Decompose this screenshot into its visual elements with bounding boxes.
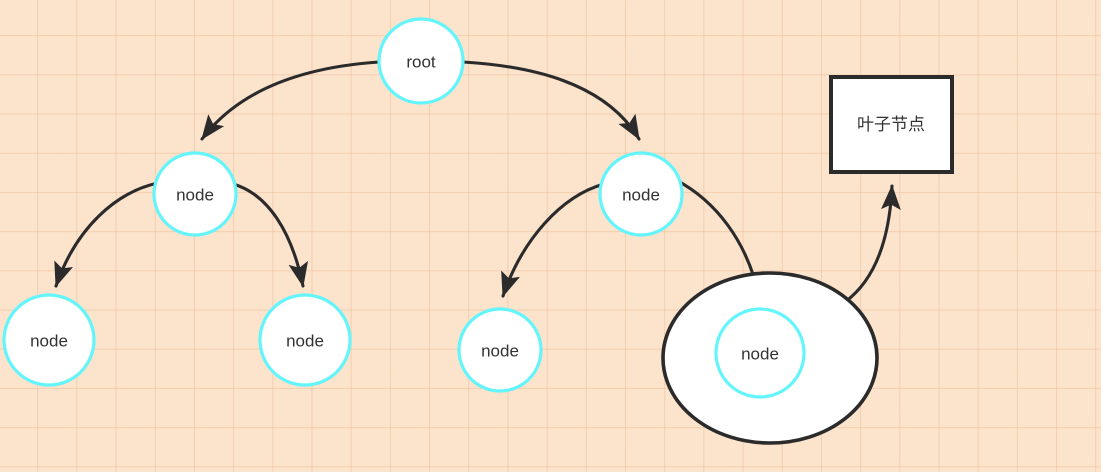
node-right-right-inner-circle[interactable] <box>714 307 806 399</box>
node-left-right[interactable]: node <box>258 293 352 387</box>
edge-group <box>54 60 901 304</box>
node-right-shape[interactable] <box>598 151 684 237</box>
edge-right-node-to-left-child <box>501 182 606 298</box>
node-leaf-rect-shape[interactable] <box>829 75 954 174</box>
node-right-right-label: node <box>741 345 779 364</box>
node-root-label: root <box>406 53 436 72</box>
node-right-left[interactable]: node <box>457 307 543 393</box>
node-right[interactable]: node <box>598 151 684 237</box>
node-left-right-label: node <box>286 332 324 351</box>
node-left-label: node <box>176 186 214 205</box>
node-right-left-shape[interactable] <box>457 307 543 393</box>
node-left-left[interactable]: node <box>2 293 96 387</box>
node-left-shape[interactable] <box>152 151 238 237</box>
node-right-left-label: node <box>481 342 519 361</box>
edge-left-node-to-right-leaf <box>231 182 309 288</box>
node-left-right-shape[interactable] <box>258 293 352 387</box>
node-right-right-double[interactable]: node <box>661 271 879 445</box>
edge-root-to-left-node <box>200 60 381 141</box>
node-left-left-shape[interactable] <box>2 293 96 387</box>
edge-ellipse-to-leaf-rect <box>843 184 901 304</box>
node-left-left-label: node <box>30 332 68 351</box>
node-left[interactable]: node <box>152 151 238 237</box>
edge-root-to-right-node <box>461 60 641 141</box>
node-root[interactable]: root <box>377 17 465 105</box>
node-leaf-rect[interactable]: 叶子节点 <box>829 75 954 174</box>
node-right-label: node <box>622 186 660 205</box>
edge-left-node-to-left-leaf <box>54 181 160 288</box>
node-root-shape[interactable] <box>377 17 465 105</box>
node-leaf-rect-label: 叶子节点 <box>857 115 925 135</box>
